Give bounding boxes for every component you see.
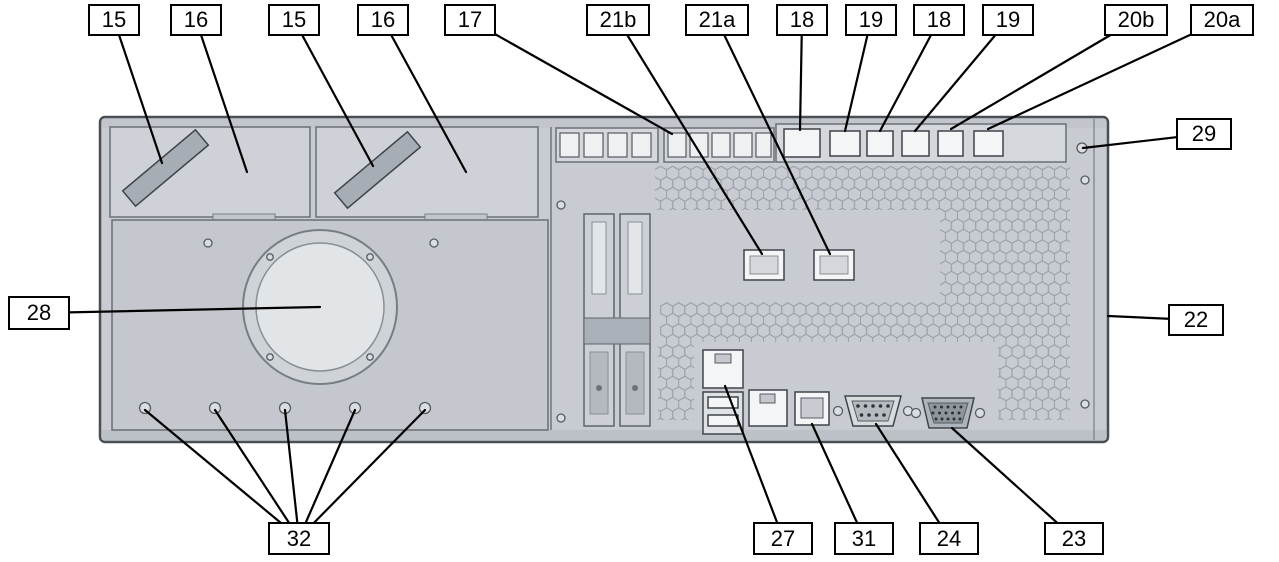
callout-19-port-2: 19 <box>982 4 1034 36</box>
fan-module-bay-2 <box>315 126 539 223</box>
callout-15-fan-handle-1: 15 <box>88 4 140 36</box>
port-20b <box>937 130 964 157</box>
callout-22-chassis: 22 <box>1168 304 1224 336</box>
callout-18-port-2: 18 <box>913 4 965 36</box>
ethernet-port-27 <box>702 349 744 389</box>
callout-17-slot-covers: 17 <box>444 4 496 36</box>
callout-29-screw: 29 <box>1176 118 1232 150</box>
callout-23-vga-port: 23 <box>1044 522 1104 555</box>
callout-16-fan-module-2: 16 <box>357 4 409 36</box>
callout-21b-port: 21b <box>586 4 650 36</box>
ports-21 <box>743 249 855 281</box>
ethernet-port-2 <box>748 389 788 427</box>
psu-panel <box>111 219 549 431</box>
fan-handle-1 <box>121 128 210 208</box>
callout-lines <box>37 18 1224 540</box>
callout-16-fan-module-1: 16 <box>170 4 222 36</box>
callout-21a-port: 21a <box>685 4 749 36</box>
callout-20b-port: 20b <box>1104 4 1168 36</box>
psu-screws-32 <box>138 401 432 415</box>
pci-slot-covers <box>555 127 775 163</box>
callout-31-port: 31 <box>834 522 894 555</box>
callout-28-psu-fan: 28 <box>8 296 70 330</box>
callout-20a-port: 20a <box>1190 4 1254 36</box>
port-18-2 <box>866 130 894 157</box>
callout-32-screws: 32 <box>268 522 330 555</box>
rear-io-ports-row <box>775 123 1067 163</box>
port-20a <box>973 130 1004 157</box>
riser-brackets <box>583 213 651 427</box>
vga-port-23 <box>910 397 986 429</box>
port-31 <box>794 391 830 426</box>
callout-19-port-1: 19 <box>845 4 897 36</box>
port-19-1 <box>829 130 861 157</box>
serial-port-24 <box>832 395 914 427</box>
callout-24-serial-port: 24 <box>919 522 979 555</box>
callout-18-port-1: 18 <box>776 4 828 36</box>
port-19-2 <box>901 130 930 157</box>
callout-27-ethernet-port: 27 <box>753 522 813 555</box>
fan-module-bay-1 <box>109 126 311 223</box>
hex-vent-pattern <box>655 166 1070 420</box>
port-18-1 <box>783 128 821 158</box>
callout-15-fan-handle-2: 15 <box>268 4 320 36</box>
usb-ports <box>702 391 744 435</box>
